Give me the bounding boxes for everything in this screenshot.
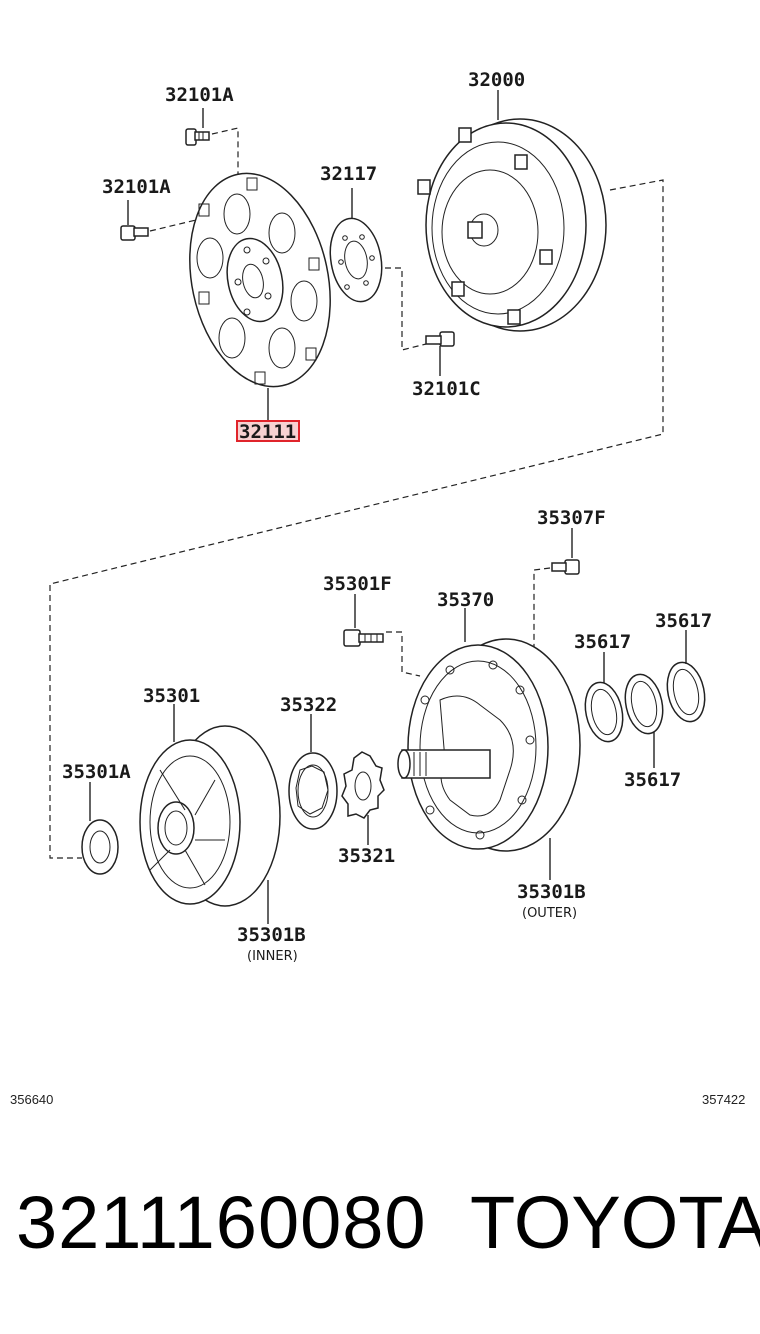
brand-name: TOYOTA xyxy=(470,1181,760,1264)
highlight-box xyxy=(236,420,300,442)
label-32101a-top: 32101A xyxy=(165,84,234,106)
oil-pump-body-35370[interactable] xyxy=(397,638,581,852)
label-35301: 35301 xyxy=(143,685,200,707)
driven-gear-35322[interactable] xyxy=(288,752,338,830)
label-32101a-left: 32101A xyxy=(102,176,171,198)
ref-number-left: 356640 xyxy=(10,1092,53,1107)
label-35617-a: 35617 xyxy=(574,631,631,653)
seal-ring-35617-a[interactable] xyxy=(580,679,628,745)
bolt-35307f[interactable] xyxy=(551,559,580,575)
label-35617-c: 35617 xyxy=(624,769,681,791)
stator-shaft-35301[interactable] xyxy=(139,725,281,907)
highlight-box-fill xyxy=(237,421,299,441)
label-35370: 35370 xyxy=(437,589,494,611)
bolt-32101c[interactable] xyxy=(425,331,455,347)
label-35301a: 35301A xyxy=(62,761,131,783)
footer: 3211160080 TOYOTA xyxy=(0,1180,760,1290)
label-35301b-inner: 35301B xyxy=(237,924,306,946)
ref-number-right: 357422 xyxy=(702,1092,745,1107)
spacer-plate-32117[interactable] xyxy=(324,214,388,305)
label-35307f: 35307F xyxy=(537,507,606,529)
label-32000: 32000 xyxy=(468,69,525,91)
label-32111[interactable]: 32111 xyxy=(239,421,296,443)
bolt-32101a-left[interactable] xyxy=(120,225,149,241)
label-32101c: 32101C xyxy=(412,378,481,400)
label-inner-note: (INNER) xyxy=(247,949,298,964)
label-35321: 35321 xyxy=(338,845,395,867)
label-35301b-outer: 35301B xyxy=(517,881,586,903)
bolt-35301f[interactable] xyxy=(343,629,384,647)
label-outer-note: (OUTER) xyxy=(522,906,577,921)
seal-ring-35617-c[interactable] xyxy=(662,659,710,725)
label-35301f: 35301F xyxy=(323,573,392,595)
label-32117: 32117 xyxy=(320,163,377,185)
bolt-32101a-top[interactable] xyxy=(185,128,210,146)
label-35322: 35322 xyxy=(280,694,337,716)
drive-gear-35321[interactable] xyxy=(341,751,385,819)
oil-seal-35301a[interactable] xyxy=(81,819,119,875)
drive-plate-32111[interactable] xyxy=(171,160,349,400)
part-number: 3211160080 xyxy=(16,1181,427,1264)
label-35617-b: 35617 xyxy=(655,610,712,632)
torque-converter-32000[interactable] xyxy=(417,118,607,332)
seal-ring-35617-b[interactable] xyxy=(620,671,668,737)
